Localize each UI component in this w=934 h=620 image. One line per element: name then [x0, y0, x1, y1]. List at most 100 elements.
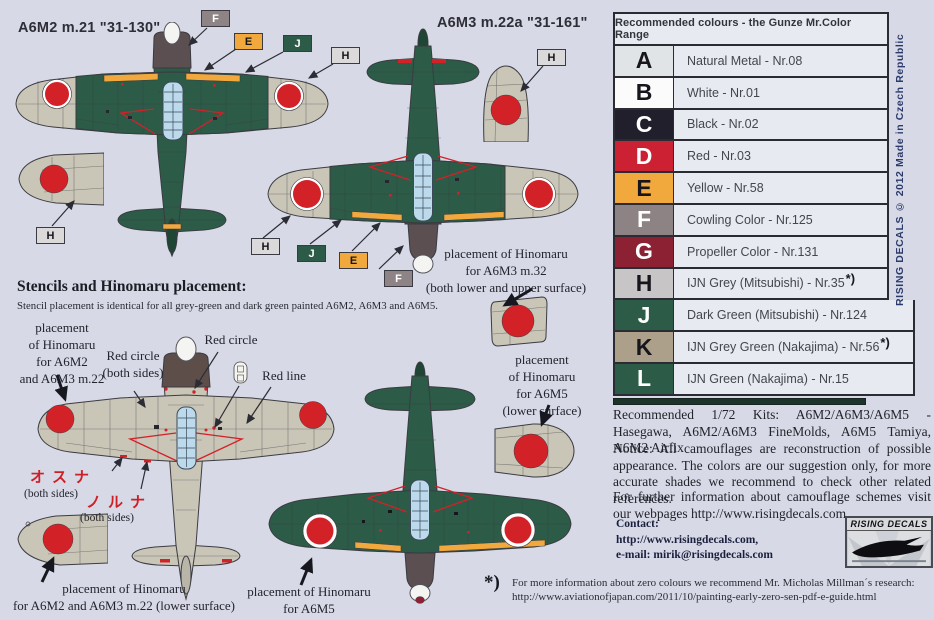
- spinner: [175, 336, 197, 362]
- color-code-letter: J: [637, 301, 651, 328]
- color-label: IJN Grey Green (Nakajima) - Nr.56*): [687, 334, 890, 355]
- color-code-letter: F: [636, 206, 652, 233]
- color-code-letter: E: [636, 174, 652, 201]
- callout-h-wingtip-a6m3-lower: H: [251, 238, 280, 255]
- footnote-line1: For more information about zero colours …: [512, 577, 915, 589]
- callout-letter: F: [395, 272, 402, 285]
- callout-h-underside-a6m2: H: [36, 227, 65, 244]
- notice-paragraph: Notice: All camouflages are reconstructi…: [613, 441, 931, 507]
- yellow-leading-edge-right: [443, 211, 505, 221]
- color-swatch: J: [615, 300, 674, 331]
- logo-text: RISING DECALS: [847, 518, 931, 531]
- callout-letter: E: [349, 254, 358, 267]
- tail-band: [162, 223, 182, 230]
- wingtip-a6m2-underside-left: [18, 152, 104, 206]
- color-code-letter: A: [635, 47, 653, 74]
- callout-letter: J: [294, 37, 301, 50]
- callout-j-wing-a6m3: J: [297, 245, 326, 262]
- callout-f-cowling-a6m2: F: [201, 10, 230, 27]
- color-chart-rows: A Natural Metal - Nr.08 B White - Nr.01 …: [613, 46, 915, 396]
- footnote-asterisk: *): [484, 572, 500, 593]
- stencil-badge: [233, 361, 248, 384]
- yellow-leading-edge-left: [351, 211, 403, 221]
- hinomaru-right: [500, 512, 536, 548]
- callout-letter: E: [244, 35, 253, 48]
- canopy: [410, 479, 430, 541]
- asterisk-note: *): [880, 334, 890, 350]
- callout-letter: J: [308, 247, 315, 260]
- color-label: White - Nr.01: [687, 85, 760, 100]
- red-walkway-lines: [365, 485, 475, 513]
- contact-heading: Contact:: [616, 518, 659, 530]
- a6m5-bottom-view-diagram: [268, 361, 572, 604]
- color-code-letter: D: [635, 142, 653, 169]
- contact-email: e-mail: mirik@risingdecals.com: [616, 549, 773, 562]
- ann-hinomaru-a6m5-lower: placement of Hinomaru for A6M5 (lower su…: [502, 352, 582, 418]
- red-walkway-lines: [127, 432, 245, 462]
- canopy: [162, 81, 184, 141]
- a6m3-bottom-view-diagram: [267, 28, 579, 274]
- color-swatch: K: [615, 332, 674, 362]
- callout-h-wingtip-a6m3: H: [537, 49, 566, 66]
- hinomaru-left: [42, 79, 72, 109]
- color-label: Yellow - Nr.58: [687, 181, 764, 196]
- callout-letter: H: [261, 240, 270, 253]
- ann-hinomaru-a6m5: placement of Hinomaru for A6M5: [247, 584, 371, 616]
- contact-web: http://www.risingdecals.com,: [616, 533, 759, 546]
- plane2-title: A6M3 m.22a "31-161": [437, 15, 588, 31]
- logo-plane-silhouette: [848, 531, 930, 566]
- color-label: Dark Green (Mitsubishi) - Nr.124: [687, 308, 867, 323]
- yellow-leading-edge-left: [103, 73, 159, 83]
- yellow-leading-edge-right: [185, 73, 241, 83]
- color-label: Black - Nr.02: [687, 117, 759, 132]
- color-chart-row: G Propeller Color - Nr.131: [613, 236, 889, 269]
- footnote-text: For more information about zero colours …: [512, 576, 932, 605]
- spinner-tip: [415, 596, 425, 604]
- color-label: Propeller Color - Nr.131: [687, 244, 819, 259]
- callout-letter: F: [212, 12, 219, 25]
- color-chart-row: C Black - Nr.02: [613, 109, 889, 142]
- ann-hinomaru-lower-left: placement of Hinomaru for A6M2 and A6M3 …: [12, 581, 236, 613]
- canopy: [413, 152, 433, 222]
- color-swatch: F: [615, 204, 674, 235]
- color-code-letter: K: [635, 333, 653, 360]
- hinomaru-left: [290, 177, 324, 211]
- rising-decals-logo: RISING DECALS: [845, 516, 933, 568]
- edge-copyright-text: RISING DECALS © 2012 Made in Czech Repub…: [894, 33, 906, 306]
- asterisk-note: *): [845, 270, 856, 286]
- yellow-leading-edge-left: [354, 541, 402, 552]
- color-label: Red - Nr.03: [687, 149, 751, 164]
- canopy: [176, 406, 197, 470]
- color-chart-title: Recommended colours - the Gunze Mr.Color…: [613, 12, 889, 46]
- color-swatch: C: [615, 109, 674, 140]
- elevator-red-tabs: [398, 59, 446, 63]
- wingtip-lower-surface-left: [17, 513, 108, 566]
- callout-letter: H: [46, 229, 55, 242]
- color-chart-row: B White - Nr.01: [613, 77, 889, 110]
- hinomaru-right: [522, 177, 556, 211]
- color-swatch: E: [615, 173, 674, 203]
- color-chart-row: H IJN Grey (Mitsubishi) - Nr.35*): [613, 268, 889, 301]
- plane1-title: A6M2 m.21 "31-130": [18, 20, 161, 36]
- color-swatch: L: [615, 363, 674, 394]
- ann-red-line: Red line: [262, 368, 306, 383]
- color-chart-row: E Yellow - Nr.58: [613, 173, 889, 205]
- color-label: IJN Green (Nakajima) - Nr.15: [687, 371, 849, 386]
- callout-e-leading-edge-a6m3: E: [339, 252, 368, 269]
- callout-letter: H: [341, 49, 350, 62]
- color-chart: Recommended colours - the Gunze Mr.Color…: [613, 12, 915, 396]
- color-code-letter: C: [635, 110, 653, 137]
- footnote-line2: http://www.aviationofjapan.com/2011/10/p…: [512, 591, 877, 604]
- color-swatch: H: [615, 268, 674, 299]
- color-swatch: B: [615, 77, 674, 108]
- color-chart-bottom-band: [613, 398, 866, 405]
- color-label: IJN Grey (Mitsubishi) - Nr.35*): [687, 270, 856, 291]
- stencil-text-noruna: ノルナ: [86, 494, 153, 511]
- hinomaru-right: [299, 401, 327, 429]
- color-code-letter: G: [635, 238, 653, 265]
- red-walkway-lines: [367, 155, 479, 181]
- color-chart-row: D Red - Nr.03: [613, 141, 889, 174]
- color-swatch: A: [615, 46, 674, 76]
- callout-j-wing-a6m2: J: [283, 35, 312, 52]
